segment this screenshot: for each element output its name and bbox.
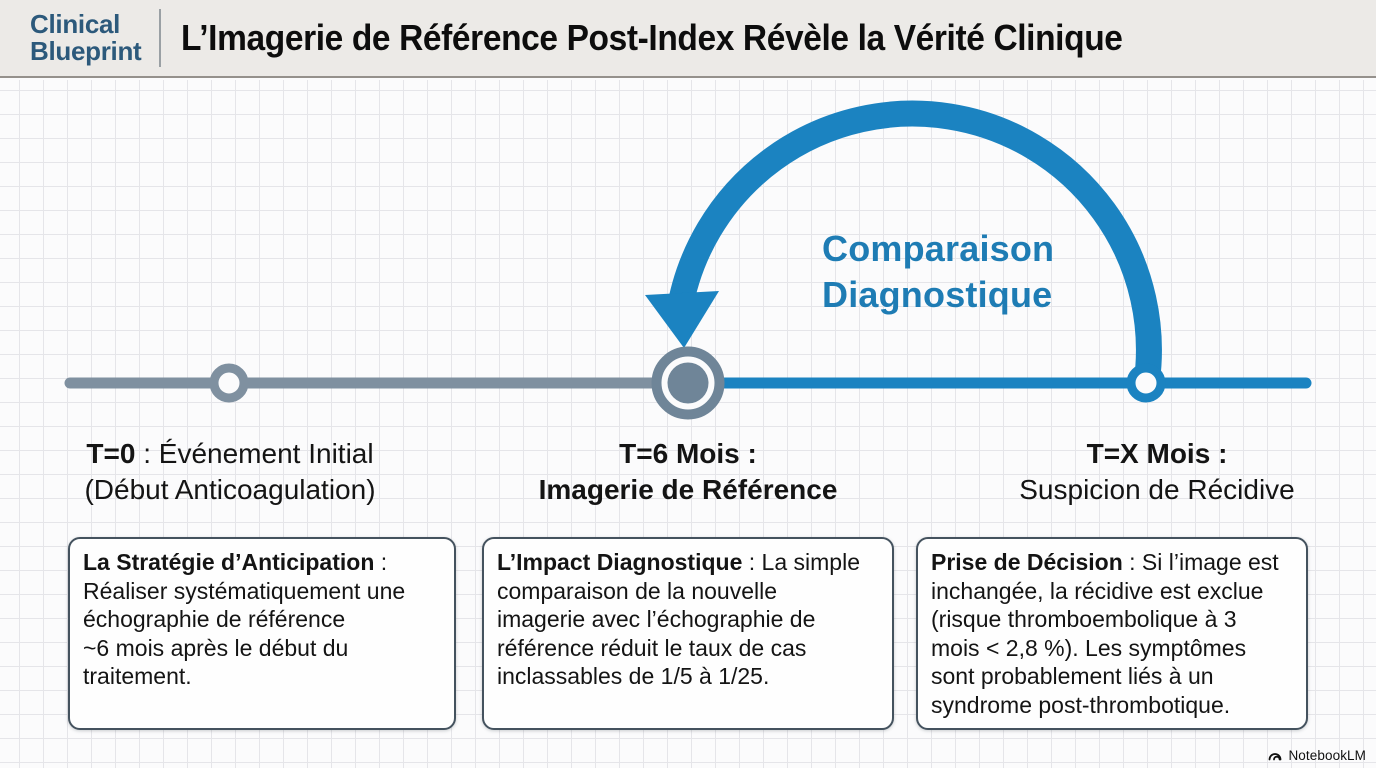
notebooklm-label: NotebookLM [1288, 747, 1366, 763]
info-box-strategy-body: : Réaliser systématiquement une échograp… [83, 549, 406, 689]
page-title: L’Imagerie de Référence Post-Index Révèl… [181, 17, 1123, 58]
timeline-label-t0-bold: T=0 [86, 438, 136, 469]
info-box-impact-title: L’Impact Diagnostique [497, 549, 743, 575]
timeline-label-tx: T=X Mois : Suspicion de Récidive [967, 436, 1347, 508]
comparison-arc-label: Comparaison Diagnostique [822, 228, 1055, 315]
header-divider [159, 9, 162, 67]
timeline-label-t6: T=6 Mois : Imagerie de Référence [498, 436, 878, 508]
notebooklm-watermark: NotebookLM [1267, 747, 1366, 763]
info-box-decision-title: Prise de Décision [931, 549, 1123, 575]
timeline-label-t6-bold: T=6 Mois : Imagerie de Référence [538, 438, 838, 505]
header: Clinical Blueprint L’Imagerie de Référen… [0, 0, 1376, 78]
info-box-impact: L’Impact Diagnostique : La simple compar… [482, 537, 894, 730]
timeline-label-t0-text: : Événement Initial (Début Anticoagulati… [84, 438, 376, 505]
notebooklm-icon [1269, 753, 1282, 761]
info-box-decision-body: : Si l’image est inchangée, la récidive … [931, 549, 1279, 718]
brand-logo: Clinical Blueprint [30, 9, 142, 66]
info-box-strategy: La Stratégie d’Anticipation : Réaliser s… [68, 537, 456, 730]
timeline-label-tx-text: Suspicion de Récidive [1019, 474, 1295, 505]
info-box-strategy-title: La Stratégie d’Anticipation [83, 549, 375, 575]
info-box-decision: Prise de Décision : Si l’image est incha… [916, 537, 1308, 730]
timeline-label-tx-bold: T=X Mois : [1086, 438, 1228, 469]
info-box-impact-body: : La simple comparaison de la nouvelle i… [497, 549, 860, 689]
timeline-label-t0: T=0 : Événement Initial (Début Anticoagu… [40, 436, 420, 508]
